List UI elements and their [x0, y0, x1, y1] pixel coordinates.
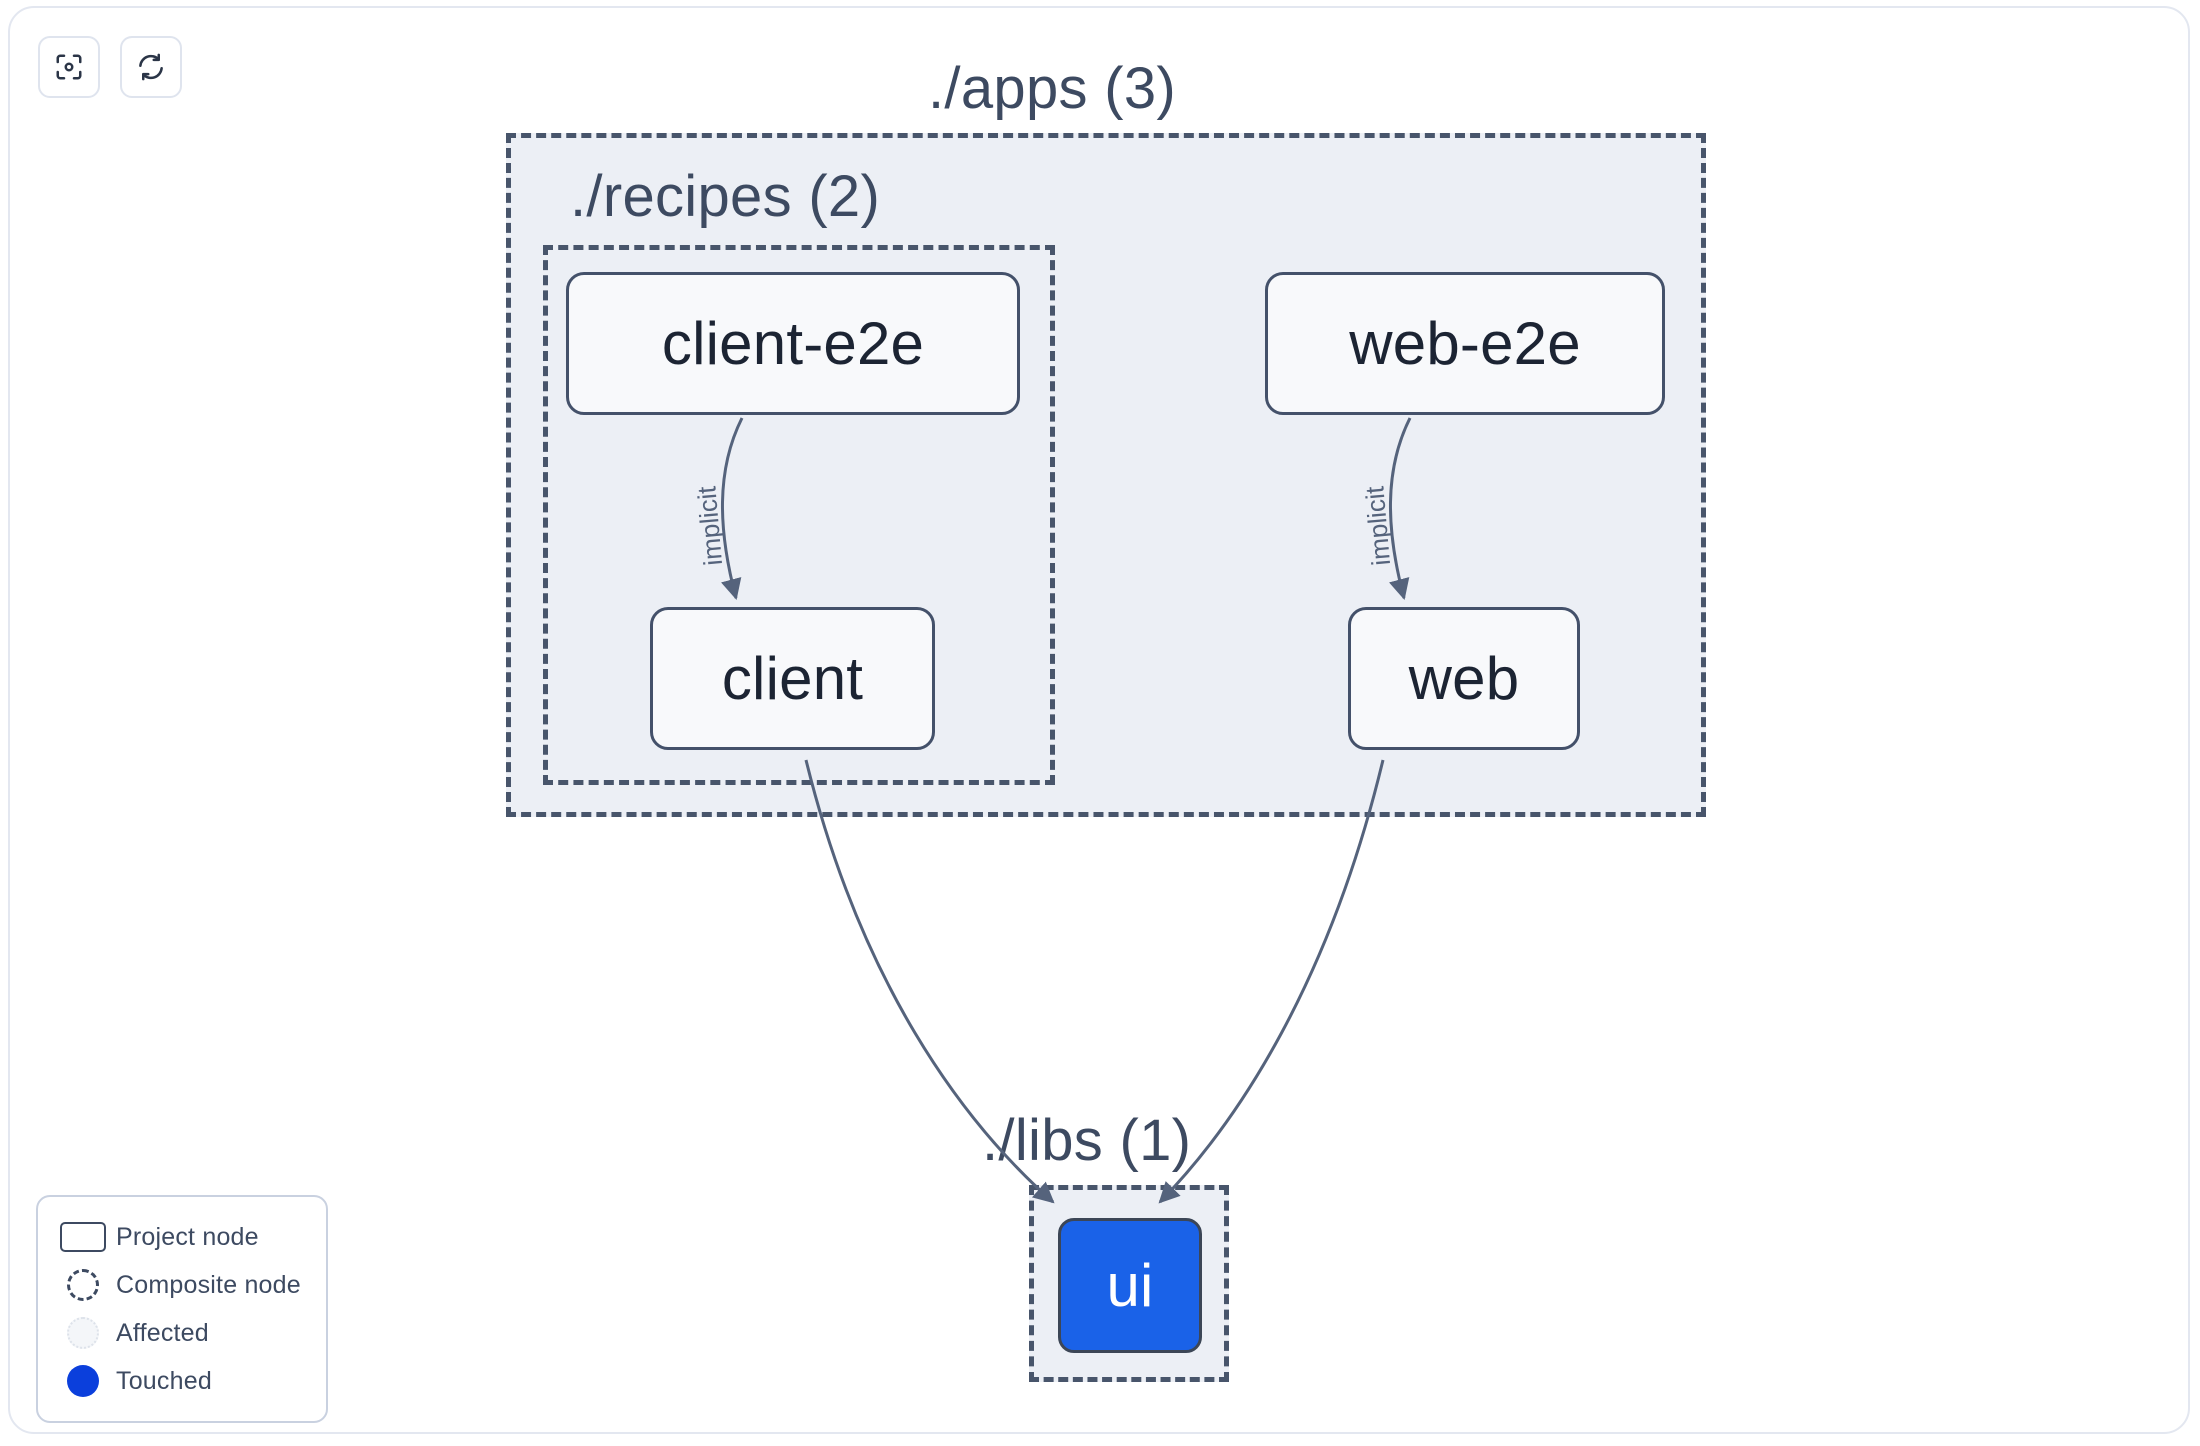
- group-label-libs: ./libs (1): [982, 1108, 1192, 1173]
- project-node-client-e2e[interactable]: client-e2e: [566, 272, 1020, 415]
- legend-label: Composite node: [116, 1270, 301, 1299]
- legend-item-touched: Touched: [56, 1357, 308, 1405]
- refresh-icon: [136, 52, 166, 82]
- legend-label: Affected: [116, 1318, 209, 1347]
- project-node-label: client-e2e: [661, 310, 925, 377]
- affected-swatch: [56, 1317, 110, 1349]
- project-node-label: web-e2e: [1349, 310, 1581, 377]
- group-label-apps: ./apps (3): [928, 56, 1176, 121]
- project-node-ui[interactable]: ui: [1058, 1218, 1202, 1353]
- project-node-swatch: [56, 1222, 110, 1252]
- project-node-web[interactable]: web: [1348, 607, 1580, 750]
- touched-swatch: [56, 1365, 110, 1397]
- focus-target-icon: [54, 52, 84, 82]
- legend-item-affected: Affected: [56, 1309, 308, 1357]
- legend-item-project-node: Project node: [56, 1213, 308, 1261]
- graph-legend: Project node Composite node Affected Tou…: [36, 1195, 328, 1423]
- graph-toolbar: [38, 36, 182, 98]
- focus-graph-button[interactable]: [38, 36, 100, 98]
- legend-item-composite-node: Composite node: [56, 1261, 308, 1309]
- project-node-label: web: [1408, 645, 1520, 712]
- edge-label-web-e2e-implicit: implicit: [1359, 485, 1397, 567]
- edge-label-client-e2e-implicit: implicit: [691, 485, 729, 567]
- refresh-graph-button[interactable]: [120, 36, 182, 98]
- project-node-web-e2e[interactable]: web-e2e: [1265, 272, 1665, 415]
- legend-label: Touched: [116, 1366, 212, 1395]
- group-label-recipes: ./recipes (2): [570, 164, 881, 229]
- project-node-client[interactable]: client: [650, 607, 935, 750]
- composite-node-swatch: [56, 1269, 110, 1301]
- project-node-label: ui: [1106, 1252, 1154, 1319]
- project-node-label: client: [721, 645, 864, 712]
- legend-label: Project node: [116, 1222, 259, 1251]
